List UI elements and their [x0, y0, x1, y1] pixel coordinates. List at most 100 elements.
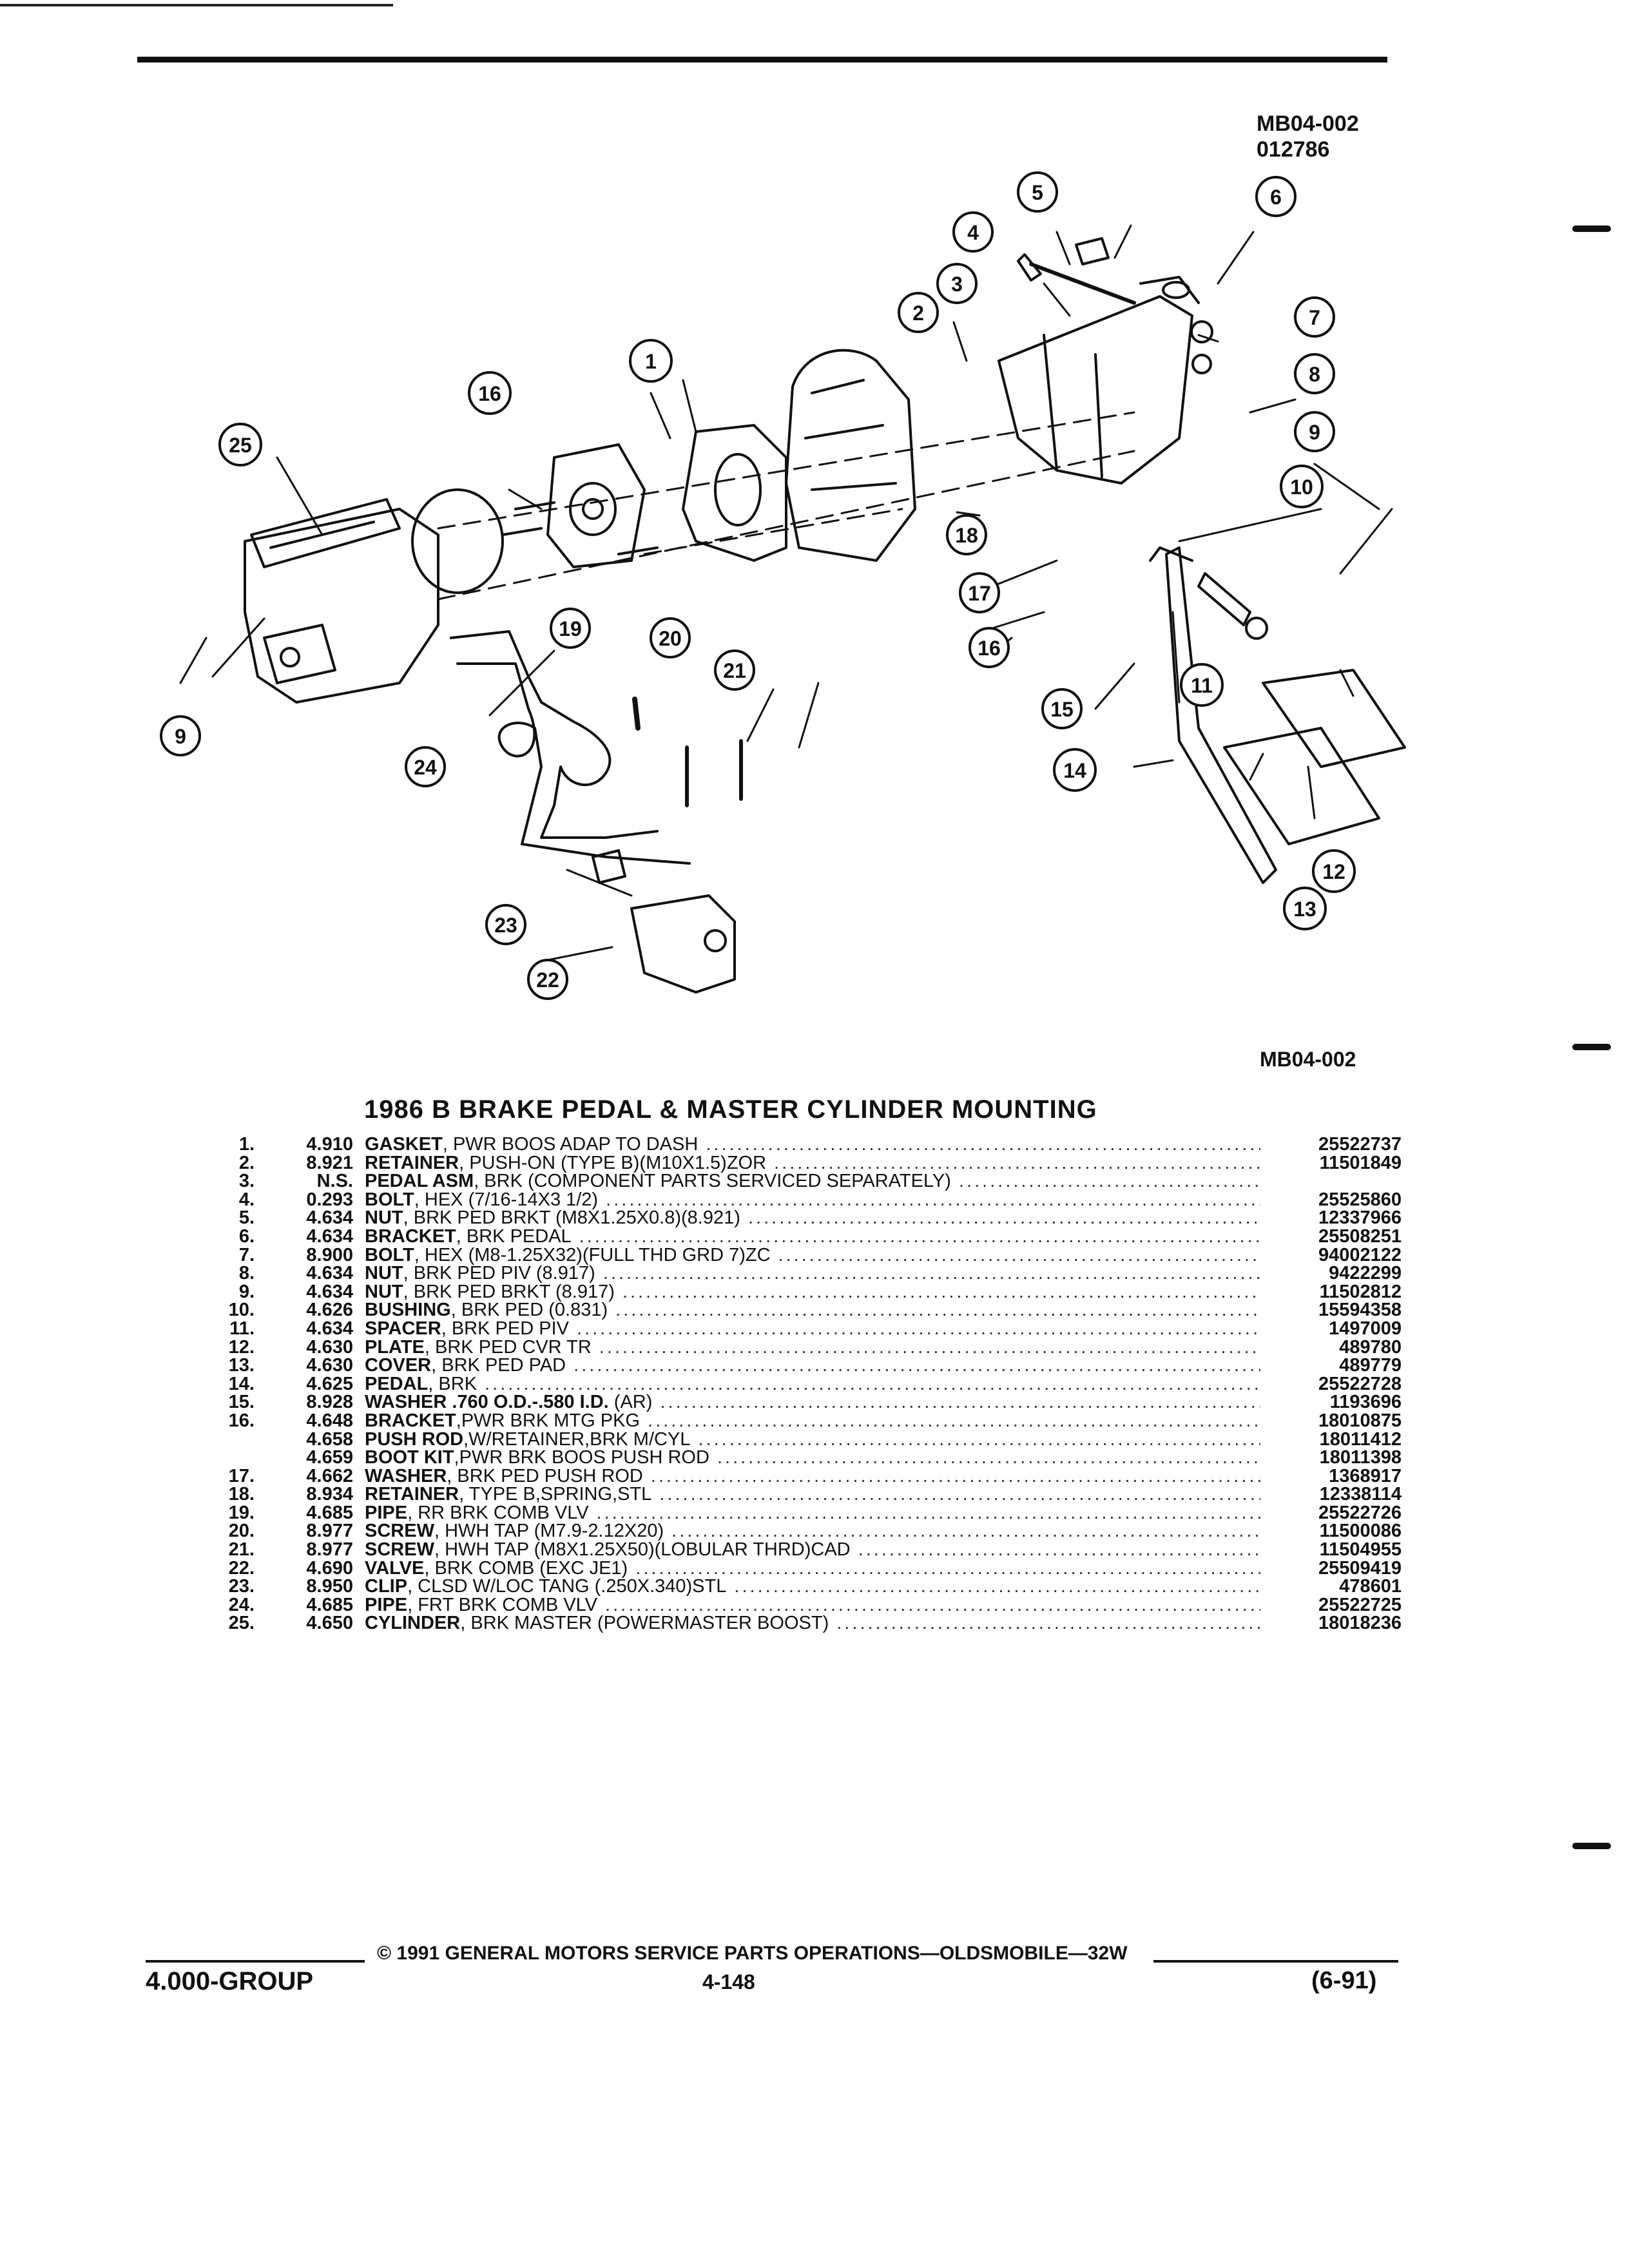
part-detail: ,W/RETAINER,BRK M/CYL [463, 1430, 691, 1449]
part-number: 25508251 [1318, 1225, 1402, 1247]
callout-18: 18 [946, 514, 987, 555]
part-description: PUSH ROD,W/RETAINER,BRK M/CYL ..........… [365, 1430, 1260, 1449]
rear-brake-pipe [450, 630, 659, 839]
catalog-number: 8.921 [306, 1152, 353, 1173]
callout-5: 5 [1017, 171, 1058, 213]
part-name: RETAINER [365, 1153, 459, 1173]
part-detail: , CLSD W/LOC TANG (.250X.340)STL [407, 1577, 727, 1597]
part-name: SPACER [365, 1319, 441, 1338]
callout-2: 2 [898, 292, 939, 333]
part-name: GASKET [365, 1135, 443, 1154]
part-detail: , FRT BRK COMB VLV [407, 1595, 597, 1615]
callout-14: 14 [1053, 748, 1097, 792]
part-name: PIPE [365, 1595, 408, 1615]
item-number: 6. [238, 1225, 255, 1247]
part-detail: , BRK PED PIV (8.917) [403, 1264, 595, 1283]
catalog-number: 4.630 [306, 1336, 353, 1358]
part-detail: , BRK PEDAL [456, 1227, 572, 1246]
leader-dots: ........................................… [774, 1153, 1260, 1173]
part-number: 489780 [1339, 1336, 1402, 1358]
callout-12: 12 [1312, 849, 1356, 893]
leader-dots: ........................................… [650, 1466, 1260, 1486]
pedal-pad [1223, 727, 1380, 845]
part-number: 12338114 [1319, 1484, 1402, 1505]
part-description: BOLT, HEX (7/16-14X3 1/2) ..............… [365, 1191, 1260, 1209]
part-number: 11504955 [1319, 1539, 1402, 1561]
part-description: VALVE, BRK COMB (EXC JE1) ..............… [365, 1559, 1260, 1578]
svg-text:19: 19 [559, 617, 582, 640]
leader-dots: ........................................… [602, 1264, 1260, 1283]
leader-dots: ........................................… [717, 1448, 1260, 1468]
svg-text:22: 22 [536, 968, 559, 992]
part-number: 18011398 [1319, 1447, 1402, 1468]
svg-text:5: 5 [1032, 181, 1043, 204]
callout-20: 20 [650, 617, 691, 658]
callout-4: 4 [952, 211, 994, 253]
catalog-number: N.S. [316, 1171, 353, 1192]
exploded-diagram: 1 2 3 4 5 6 7 8 9 10 11 12 13 14 15 16 1… [160, 171, 1406, 1000]
part-detail: , BRK PED CVR TR [424, 1338, 592, 1357]
part-number: 489779 [1339, 1355, 1402, 1376]
part-number: 1497009 [1329, 1318, 1402, 1339]
item-number: 11. [229, 1318, 255, 1339]
svg-text:16: 16 [978, 637, 1001, 660]
leader-dots: ........................................… [836, 1614, 1260, 1633]
svg-text:20: 20 [659, 627, 682, 650]
part-name: WASHER [365, 1466, 447, 1486]
part-description: BOOT KIT,PWR BRK BOOS PUSH ROD .........… [365, 1448, 1260, 1467]
footer-rule-right [1153, 1960, 1398, 1963]
item-number: 18. [228, 1484, 255, 1505]
part-name: BOLT [365, 1245, 414, 1265]
item-number: 3. [238, 1171, 255, 1192]
part-detail: , HEX (M8-1.25X32)(FULL THD GRD 7)ZC [414, 1245, 771, 1265]
item-number: 4. [238, 1189, 255, 1210]
part-name: NUT [365, 1209, 403, 1228]
leader-dots: ........................................… [635, 1559, 1260, 1578]
svg-text:25: 25 [229, 434, 252, 457]
item-number: 9. [238, 1281, 255, 1302]
part-description: RETAINER, PUSH-ON (TYPE B)(M10X1.5)ZOR .… [365, 1154, 1260, 1173]
callout-23: 23 [485, 904, 526, 945]
item-number: 25. [228, 1613, 255, 1634]
svg-text:10: 10 [1290, 476, 1313, 499]
revision-date: (6-91) [1311, 1967, 1377, 1994]
catalog-number: 4.634 [306, 1263, 353, 1284]
callout-13: 13 [1283, 887, 1327, 930]
part-number: 25522726 [1318, 1502, 1402, 1523]
part-description: SCREW, HWH TAP (M7.9-2.12X20) ..........… [365, 1522, 1260, 1541]
catalog-number: 4.634 [306, 1207, 353, 1229]
leader-dots: ........................................… [659, 1485, 1260, 1504]
leader-dots: ........................................… [734, 1577, 1260, 1597]
part-name: BOOT KIT [365, 1448, 454, 1468]
callout-16-right: 16 [969, 627, 1010, 668]
part-number: 25509419 [1318, 1557, 1402, 1579]
catalog-number: 4.626 [306, 1300, 353, 1321]
svg-text:9: 9 [1309, 421, 1320, 444]
callout-22: 22 [527, 959, 568, 1000]
part-detail: , RR BRK COMB VLV [407, 1503, 589, 1523]
part-name: BRACKET [365, 1411, 456, 1430]
catalog-number: 8.977 [306, 1539, 353, 1561]
svg-text:12: 12 [1322, 860, 1345, 883]
part-name: WASHER .760 O.D.-.580 I.D. [365, 1393, 609, 1412]
scan-mark [1572, 226, 1611, 232]
item-number: 24. [228, 1594, 255, 1615]
part-detail: , PUSH-ON (TYPE B)(M10X1.5)ZOR [459, 1153, 767, 1173]
footer-rule-left [146, 1960, 365, 1963]
part-description: CLIP, CLSD W/LOC TANG (.250X.340)STL ...… [365, 1577, 1260, 1596]
leader-dots: ........................................… [958, 1172, 1260, 1191]
svg-text:8: 8 [1309, 363, 1320, 386]
catalog-number: 4.625 [306, 1373, 353, 1394]
part-number: 94002122 [1318, 1244, 1402, 1265]
leader-dots: ........................................… [648, 1411, 1260, 1430]
item-number: 15. [228, 1392, 255, 1413]
svg-text:16: 16 [478, 382, 501, 405]
part-detail: , TYPE B,SPRING,STL [459, 1485, 652, 1504]
